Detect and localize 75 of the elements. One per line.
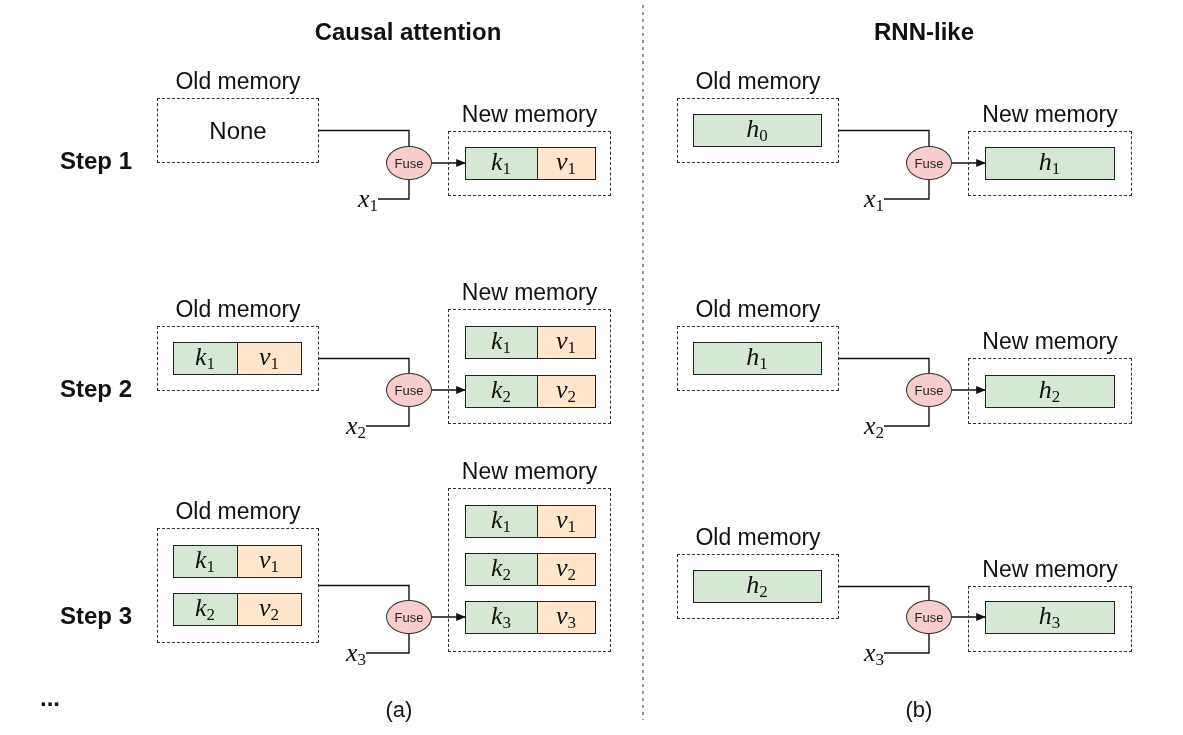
input-variable: x$_{1}$ (836, 183, 884, 215)
connector-line (838, 357, 930, 374)
fuse-ellipse: Fuse (906, 600, 952, 634)
step-label: Step 3 (60, 601, 134, 631)
arrow (951, 613, 986, 621)
step-label: Step 1 (60, 146, 134, 176)
memory-heading: New memory (460, 100, 599, 129)
input-variable: x$_{2}$ (318, 410, 366, 442)
memory-heading: Old memory (694, 523, 822, 552)
fuse-ellipse: Fuse (386, 600, 432, 634)
arrow (951, 159, 986, 167)
connector-line (318, 584, 410, 601)
arrow (431, 159, 466, 167)
connector-line (883, 633, 930, 654)
arrow (431, 386, 466, 394)
key-cell: k$_{1}$ (172, 341, 238, 375)
value-cell: v$_{1}$ (537, 504, 596, 538)
panel-title: Causal attention (313, 17, 503, 47)
input-variable: x$_{3}$ (318, 637, 366, 669)
memory-heading: New memory (981, 100, 1119, 129)
connector-line (838, 129, 930, 147)
memory-heading: New memory (981, 555, 1119, 584)
value-cell: v$_{3}$ (537, 600, 596, 634)
value-cell: v$_{1}$ (537, 146, 596, 180)
fuse-ellipse: Fuse (906, 146, 952, 180)
hidden-state-cell: h$_{1}$ (692, 341, 822, 375)
key-cell: k$_{2}$ (464, 552, 538, 586)
key-cell: k$_{1}$ (172, 544, 238, 578)
fuse-ellipse: Fuse (386, 373, 432, 407)
value-cell: v$_{2}$ (237, 592, 302, 626)
connector-line (377, 179, 410, 200)
connector-line (883, 406, 930, 427)
connector-line (365, 633, 410, 654)
hidden-state-cell: h$_{1}$ (984, 146, 1115, 180)
key-cell: k$_{3}$ (464, 600, 538, 634)
arrow (431, 613, 466, 621)
value-cell: v$_{2}$ (537, 552, 596, 586)
memory-heading: New memory (460, 278, 599, 307)
step-label: ... (40, 683, 61, 713)
input-variable: x$_{2}$ (836, 410, 884, 442)
step-label: Step 2 (60, 374, 134, 404)
connector-line (318, 357, 410, 374)
panel-caption: (b) (904, 696, 934, 724)
hidden-state-cell: h$_{0}$ (692, 113, 822, 147)
fuse-ellipse: Fuse (906, 373, 952, 407)
arrow (951, 386, 986, 394)
key-cell: k$_{2}$ (172, 592, 238, 626)
connector-line (365, 406, 410, 427)
connector-line (318, 129, 410, 147)
memory-heading: Old memory (174, 67, 302, 96)
panel-caption: (a) (384, 696, 414, 724)
key-cell: k$_{2}$ (464, 374, 538, 408)
input-variable: x$_{3}$ (836, 637, 884, 669)
memory-heading: Old memory (174, 295, 302, 324)
panel-title: RNN-like (873, 17, 975, 47)
value-cell: v$_{2}$ (537, 374, 596, 408)
hidden-state-cell: h$_{2}$ (692, 569, 822, 603)
memory-heading: Old memory (694, 295, 822, 324)
memory-heading: Old memory (694, 67, 822, 96)
value-cell: v$_{1}$ (237, 544, 302, 578)
memory-heading: New memory (460, 457, 599, 486)
placeholder-text: None (209, 116, 267, 145)
key-cell: k$_{1}$ (464, 325, 538, 359)
memory-heading: Old memory (174, 497, 302, 526)
fuse-ellipse: Fuse (386, 146, 432, 180)
connector-line (838, 585, 930, 601)
hidden-state-cell: h$_{3}$ (984, 600, 1115, 634)
value-cell: v$_{1}$ (537, 325, 596, 359)
key-cell: k$_{1}$ (464, 146, 538, 180)
memory-heading: New memory (981, 327, 1119, 356)
hidden-state-cell: h$_{2}$ (984, 374, 1115, 408)
value-cell: v$_{1}$ (237, 341, 302, 375)
connector-line (883, 179, 930, 200)
key-cell: k$_{1}$ (464, 504, 538, 538)
input-variable: x$_{1}$ (330, 183, 378, 215)
